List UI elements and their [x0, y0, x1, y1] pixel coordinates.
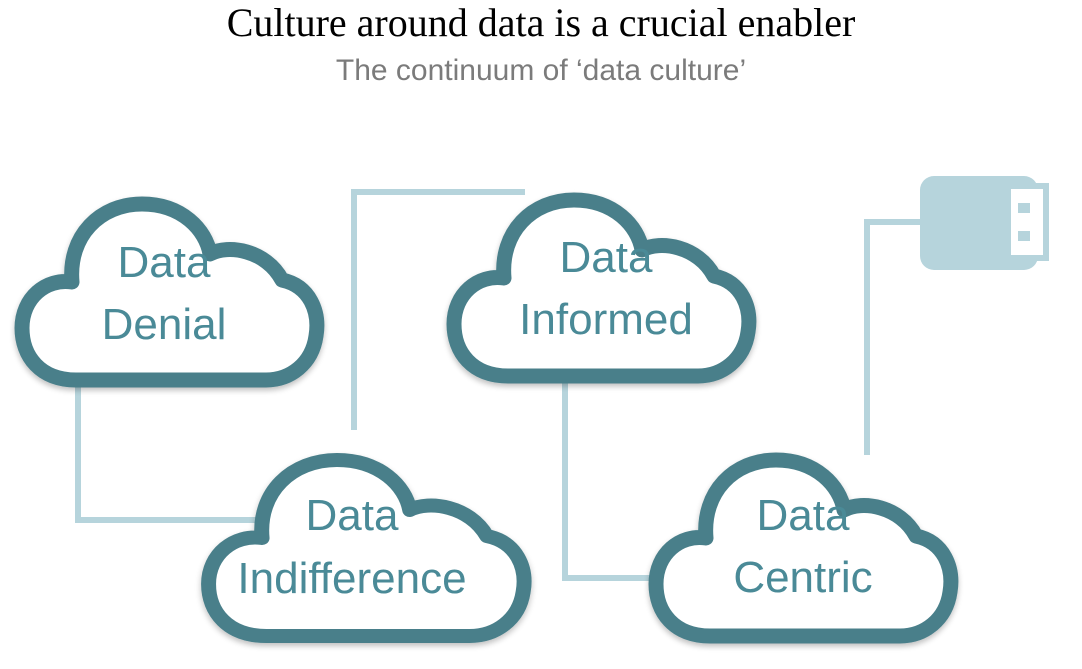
usb-plug-icon	[920, 176, 1049, 270]
diagram-subtitle: The continuum of ‘data culture’	[335, 54, 747, 87]
cloud-label-line2: Centric	[733, 553, 872, 602]
cloud-label-line2: Denial	[102, 300, 227, 349]
cloud-label-line1: Data	[118, 238, 211, 287]
connector-lines	[75, 189, 922, 581]
cloud-label-line2: Informed	[519, 295, 693, 344]
cloud-data-denial: Data Denial	[22, 204, 317, 380]
connector-centric-plug	[864, 219, 922, 455]
cloud-data-indifference-labels: Data Indifference	[237, 491, 466, 603]
cloud-label-line1: Data	[560, 233, 653, 282]
cloud-data-informed: Data Informed	[454, 200, 749, 376]
diagram-title: Culture around data is a crucial enabler	[226, 0, 856, 45]
cloud-label-line2: Indifference	[237, 554, 466, 603]
cloud-data-indifference	[209, 460, 524, 636]
cloud-data-centric: Data Centric	[656, 460, 951, 636]
connector-denial-indifference	[75, 385, 262, 523]
cloud-label-line1: Data	[757, 491, 850, 540]
connector-informed-centric	[562, 378, 662, 581]
cloud-label-line1: Data	[306, 491, 399, 540]
connector-indifference-informed	[351, 189, 525, 430]
